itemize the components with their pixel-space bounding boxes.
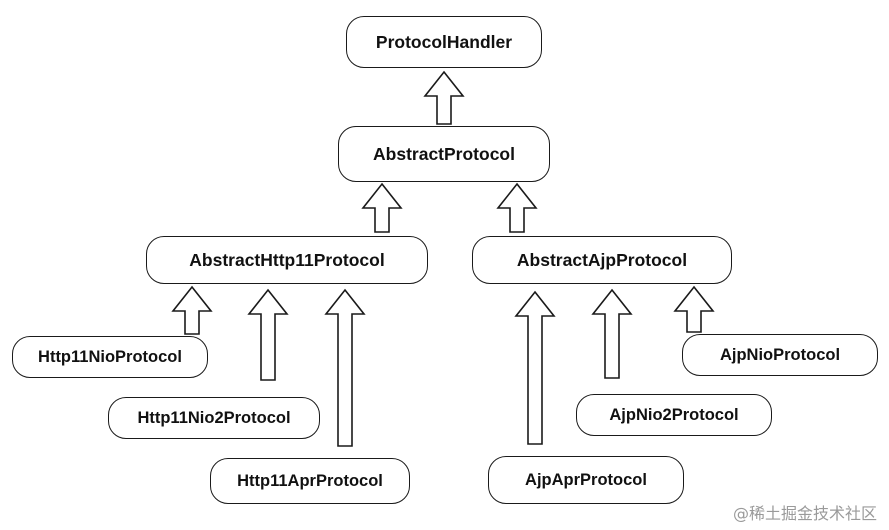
node-abstract-protocol: AbstractProtocol — [338, 126, 550, 182]
arrow-ajp-nio2-to-abstract-ajp — [591, 288, 633, 379]
node-http11-nio2-protocol: Http11Nio2Protocol — [108, 397, 320, 439]
node-ajp-apr-protocol: AjpAprProtocol — [488, 456, 684, 504]
node-http11-apr-protocol: Http11AprProtocol — [210, 458, 410, 504]
arrow-http11-apr-to-abstract-http11 — [324, 288, 366, 447]
arrow-ajp-apr-to-abstract-ajp — [514, 290, 556, 445]
arrow-ajp-nio-to-abstract-ajp — [673, 285, 715, 333]
node-protocol-handler: ProtocolHandler — [346, 16, 542, 68]
node-abstract-http11-protocol: AbstractHttp11Protocol — [146, 236, 428, 284]
arrow-http11-nio2-to-abstract-http11 — [247, 288, 289, 381]
arrow-abstract-http11-to-abstract-protocol — [361, 182, 403, 233]
arrow-http11-nio-to-abstract-http11 — [171, 285, 213, 335]
node-ajp-nio2-protocol: AjpNio2Protocol — [576, 394, 772, 436]
arrow-abstract-protocol-to-protocol-handler — [423, 70, 465, 125]
node-ajp-nio-protocol: AjpNioProtocol — [682, 334, 878, 376]
watermark: @稀土掘金技术社区 — [732, 504, 877, 523]
node-http11-nio-protocol: Http11NioProtocol — [12, 336, 208, 378]
arrow-abstract-ajp-to-abstract-protocol — [496, 182, 538, 233]
node-abstract-ajp-protocol: AbstractAjpProtocol — [472, 236, 732, 284]
